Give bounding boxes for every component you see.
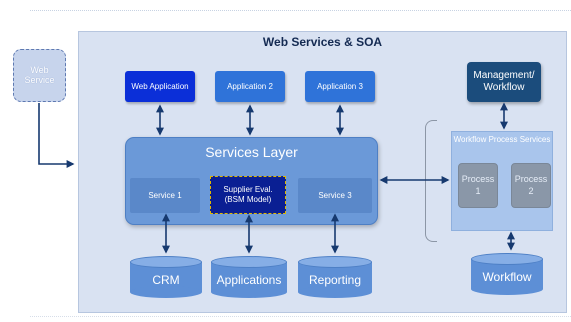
diagram-title: Web Services & SOA xyxy=(262,35,383,49)
process-1-line1: Process xyxy=(461,173,495,184)
management-workflow-node: Management/ Workflow xyxy=(467,62,541,102)
process-2-line2: 2 xyxy=(528,185,534,196)
supplier-label-line2: (BSM Model) xyxy=(224,195,272,204)
process-1-node: Process 1 xyxy=(458,163,498,208)
top-divider xyxy=(30,10,571,11)
service-1-node: Service 1 xyxy=(130,178,200,213)
reporting-database: Reporting xyxy=(298,256,372,298)
application-2-node: Application 2 xyxy=(215,71,285,102)
service-1-label: Service 1 xyxy=(148,191,182,200)
supplier-label-line1: Supplier Eval. xyxy=(223,184,273,194)
crm-database: CRM xyxy=(130,256,202,298)
service-3-node: Service 3 xyxy=(298,178,372,213)
crm-label: CRM xyxy=(152,272,180,287)
web-service-node: Web Service xyxy=(13,49,66,102)
services-layer-title: Services Layer xyxy=(205,144,298,160)
workflow-db-label: Workflow xyxy=(482,269,532,284)
process-1-line2: 1 xyxy=(475,185,481,196)
process-2-line1: Process xyxy=(514,173,548,184)
workflow-database: Workflow xyxy=(471,253,543,295)
bottom-divider xyxy=(30,316,571,317)
web-service-connector xyxy=(38,103,75,168)
web-application-node: Web Application xyxy=(125,71,195,102)
application-2-label: Application 2 xyxy=(227,82,273,91)
workflow-process-services-title: Workflow Process Services xyxy=(453,135,551,144)
applications-db-label: Applications xyxy=(216,272,282,287)
application-3-label: Application 3 xyxy=(317,82,363,91)
process-2-node: Process 2 xyxy=(511,163,551,208)
web-service-label: Web Service xyxy=(24,64,55,85)
web-application-label: Web Application xyxy=(131,82,189,91)
applications-database: Applications xyxy=(211,256,287,298)
management-label-line2: Workflow xyxy=(483,82,525,93)
service-3-label: Service 3 xyxy=(318,191,352,200)
application-3-node: Application 3 xyxy=(305,71,375,102)
supplier-eval-node: Supplier Eval. (BSM Model) xyxy=(210,176,286,214)
reporting-label: Reporting xyxy=(308,272,362,287)
workflow-bracket xyxy=(425,120,437,242)
management-label-line1: Management/ xyxy=(473,69,535,81)
